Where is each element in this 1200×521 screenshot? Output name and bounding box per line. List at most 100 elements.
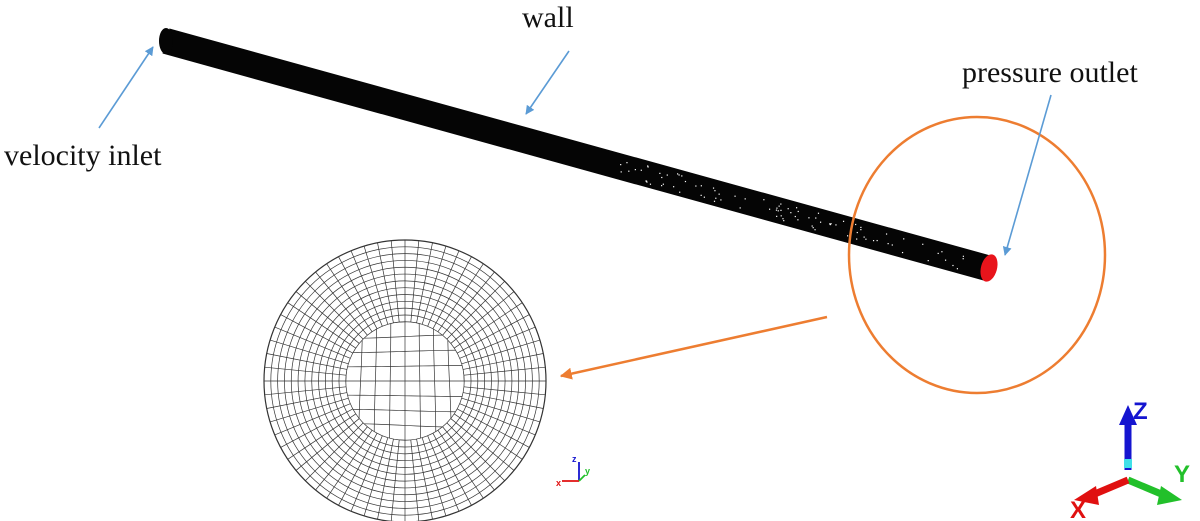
pipe-speck bbox=[713, 200, 716, 202]
mesh-spoke bbox=[463, 392, 544, 409]
cross-section-mesh bbox=[263, 239, 547, 521]
pipe-speck bbox=[783, 220, 785, 222]
pipe-speck bbox=[715, 197, 717, 199]
pipe-body bbox=[162, 28, 991, 281]
zoom-callout-arrow bbox=[559, 315, 828, 380]
pipe-speck bbox=[876, 239, 878, 242]
mesh-spoke bbox=[266, 392, 347, 409]
mesh-spoke bbox=[446, 422, 505, 481]
mesh-spoke bbox=[461, 397, 541, 423]
axis-x-arrowhead bbox=[1074, 486, 1099, 505]
pipe-speck bbox=[819, 221, 822, 223]
mesh-spoke bbox=[463, 353, 544, 370]
pipe-speck bbox=[937, 252, 939, 255]
pipe-speck bbox=[678, 174, 680, 176]
pipe-speck bbox=[776, 207, 778, 209]
mesh-spoke bbox=[427, 250, 460, 327]
zoom-callout-circle bbox=[847, 115, 1107, 395]
pipe-speck bbox=[700, 194, 702, 196]
pipe-speck bbox=[811, 225, 813, 227]
mesh-spoke bbox=[421, 437, 447, 517]
mesh-spoke bbox=[390, 240, 400, 323]
pipe-speck bbox=[962, 255, 964, 257]
pipe-speck bbox=[659, 172, 661, 174]
mesh-spoke bbox=[427, 435, 460, 512]
mesh-surface-specks bbox=[620, 162, 964, 270]
mesh-spoke bbox=[410, 439, 420, 521]
pipe-speck bbox=[712, 187, 715, 189]
mesh-spoke bbox=[295, 291, 360, 344]
pipe-speck bbox=[856, 231, 858, 234]
pipe-speck bbox=[681, 175, 683, 177]
mesh-spoke bbox=[326, 263, 373, 332]
large-axis-triad: Z Y X bbox=[1070, 398, 1190, 521]
pipe-speck bbox=[856, 238, 858, 240]
pipe-speck bbox=[739, 207, 741, 209]
pipe-speck bbox=[952, 264, 954, 267]
pipe-speck bbox=[720, 199, 722, 201]
mesh-spoke bbox=[377, 242, 394, 323]
pipe-speck bbox=[944, 259, 947, 261]
pipe-speck bbox=[922, 243, 924, 245]
pressure-outlet-label: pressure outlet bbox=[962, 56, 1138, 89]
pipe-speck bbox=[903, 238, 905, 240]
mesh-spoke bbox=[350, 435, 383, 512]
inlet-pointer-arrow bbox=[98, 46, 154, 129]
pipe-speck bbox=[782, 218, 784, 220]
mesh-spoke bbox=[461, 339, 541, 365]
small-axis-y bbox=[578, 474, 586, 482]
mesh-spoke bbox=[432, 256, 472, 329]
pipe-speck bbox=[846, 235, 849, 237]
pipe-speck bbox=[842, 220, 845, 222]
mesh-spoke bbox=[416, 439, 433, 520]
pipe-speck bbox=[941, 251, 943, 253]
pipe-speck bbox=[763, 199, 765, 201]
mesh-spoke bbox=[421, 245, 447, 325]
mesh-spoke bbox=[287, 413, 356, 460]
pipe-speck bbox=[620, 164, 622, 166]
mesh-spoke bbox=[266, 353, 347, 370]
axis-y-label: Y bbox=[1174, 461, 1190, 488]
mesh-core-line bbox=[433, 321, 437, 441]
pipe-speck bbox=[797, 210, 799, 213]
mesh-spoke bbox=[315, 426, 368, 491]
pipe-speck bbox=[885, 233, 888, 235]
pipe-speck bbox=[703, 196, 705, 198]
pipe-outlet-face bbox=[980, 254, 998, 282]
axis-z-arrowhead bbox=[1119, 405, 1137, 425]
pipe-speck bbox=[817, 212, 820, 214]
mesh-spoke bbox=[432, 433, 472, 506]
mesh-spoke bbox=[454, 302, 523, 349]
mesh-spoke bbox=[463, 386, 546, 396]
pipe-speck bbox=[962, 258, 964, 260]
velocity-inlet-label: velocity inlet bbox=[4, 139, 162, 172]
pipe-speck bbox=[814, 229, 816, 231]
pipe-speck bbox=[956, 268, 958, 270]
mesh-core-line bbox=[345, 409, 465, 413]
pipe-speck bbox=[640, 169, 642, 171]
mesh-spoke bbox=[442, 426, 495, 491]
mesh-spoke bbox=[274, 403, 351, 436]
mesh-spoke bbox=[264, 366, 347, 376]
pipe-speck bbox=[718, 193, 720, 195]
pipe-speck bbox=[780, 209, 782, 211]
pipe-speck bbox=[778, 205, 780, 207]
pipe-speck bbox=[677, 173, 679, 175]
pipe bbox=[159, 28, 998, 282]
mesh-spoke bbox=[305, 422, 364, 481]
mesh-spoke bbox=[338, 433, 378, 506]
mesh-spoke bbox=[363, 245, 389, 325]
mesh-spoke bbox=[350, 250, 383, 327]
pipe-speck bbox=[768, 208, 771, 210]
mesh-spoke bbox=[437, 430, 484, 499]
mesh-core-line bbox=[418, 321, 421, 441]
pipe-speck bbox=[662, 183, 664, 185]
pipe-speck bbox=[626, 162, 628, 164]
pipe-speck bbox=[646, 181, 648, 183]
axis-x-label: X bbox=[1070, 497, 1086, 521]
pipe-speck bbox=[780, 203, 782, 205]
mesh-spoke bbox=[269, 397, 349, 423]
pipe-speck bbox=[829, 223, 831, 226]
mesh-spoke bbox=[315, 271, 368, 336]
